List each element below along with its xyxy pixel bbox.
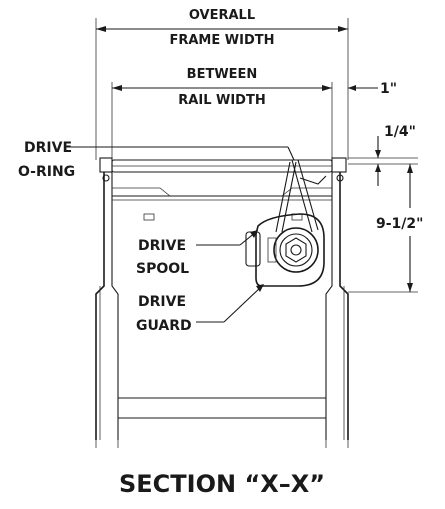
between-label-line2: RAIL WIDTH (178, 93, 265, 108)
overall-label-line2: FRAME WIDTH (169, 33, 274, 48)
drive-oring-label-line2: O-RING (18, 164, 75, 180)
nine-half-inch-label: 9-1/2" (376, 216, 423, 232)
one-inch-dimension: 1" (348, 81, 397, 97)
one-inch-label: 1" (380, 81, 397, 97)
conveyor-frame (95, 157, 349, 448)
drive-guard-label-line2: GUARD (136, 318, 192, 334)
between-label-line1: BETWEEN (187, 67, 258, 82)
drive-spool-label-line1: DRIVE (138, 238, 186, 254)
drive-spool-label-line2: SPOOL (136, 261, 189, 277)
section-title: SECTION “X–X” (119, 470, 325, 498)
drive-guard-callout: DRIVE GUARD (136, 284, 264, 334)
drive-oring-label-line1: DRIVE (24, 140, 72, 156)
between-rail-width-dimension: BETWEEN RAIL WIDTH (111, 67, 333, 160)
drive-oring-callout: DRIVE O-RING (18, 140, 295, 180)
drive-guard-label-line1: DRIVE (138, 294, 186, 310)
drive-assembly (245, 159, 327, 287)
overall-frame-width-dimension: OVERALL FRAME WIDTH (95, 8, 349, 160)
height-dimensions: 1/4" 9-1/2" (348, 124, 423, 293)
drive-spool-callout: DRIVE SPOOL (136, 230, 258, 277)
overall-label-line1: OVERALL (189, 8, 255, 23)
quarter-inch-label: 1/4" (384, 124, 416, 140)
